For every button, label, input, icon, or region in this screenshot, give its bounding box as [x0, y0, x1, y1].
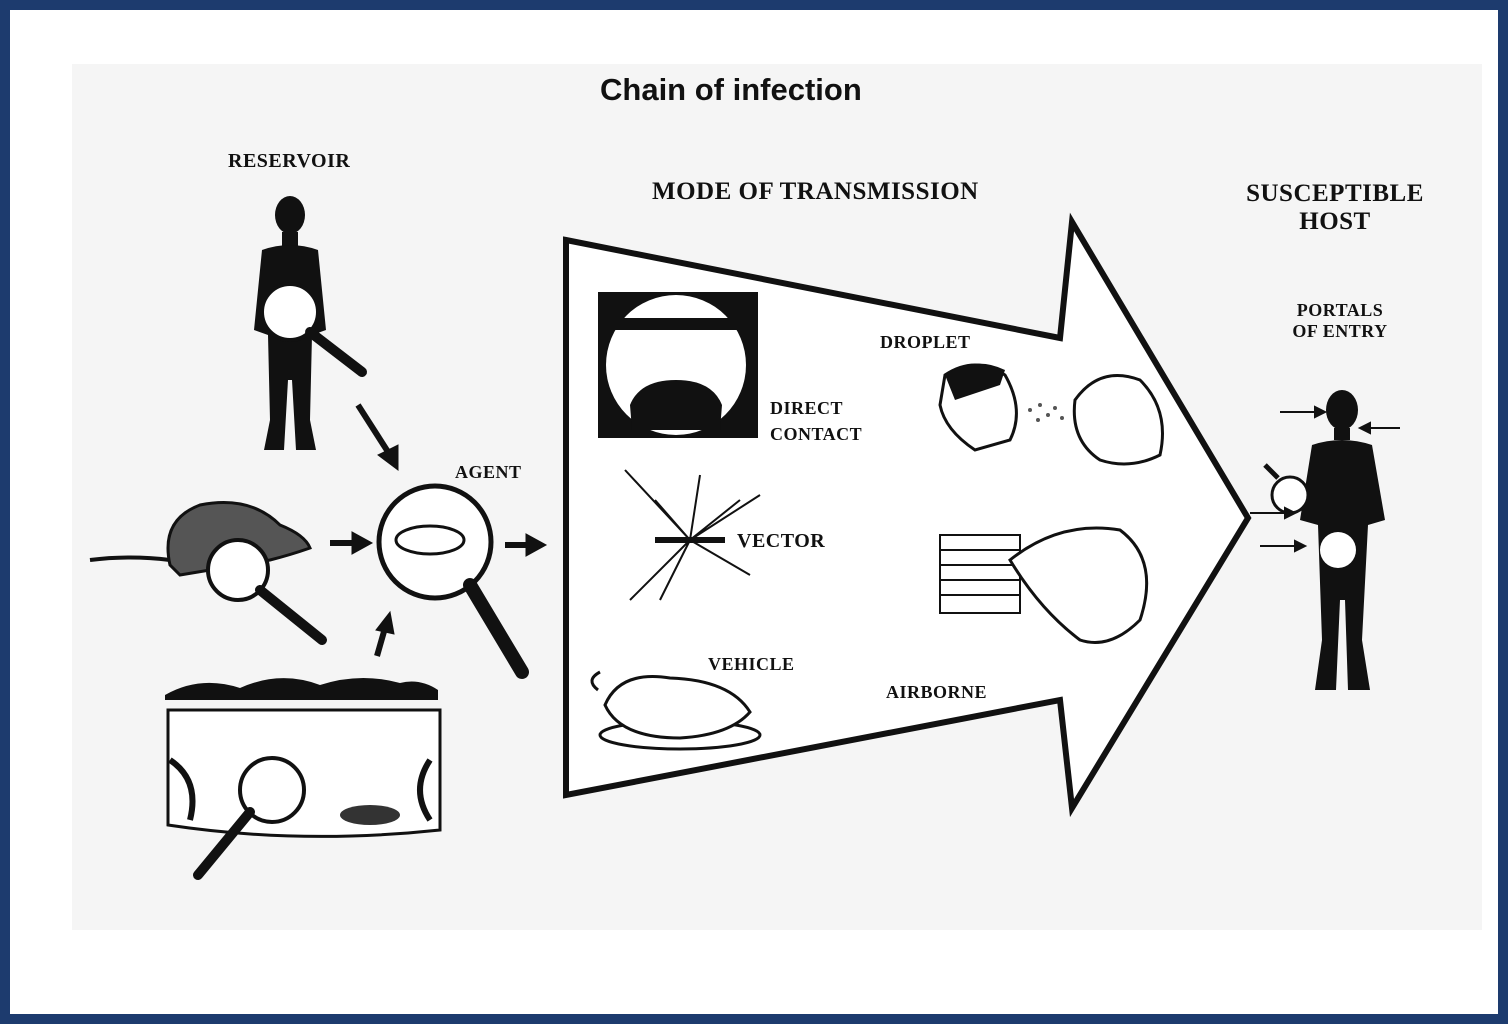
pond-icon	[165, 678, 440, 836]
mode-of-transmission-label: MODE OF TRANSMISSION	[652, 178, 979, 206]
diagram-title: Chain of infection	[600, 72, 862, 108]
agent-label: AGENT	[455, 462, 522, 483]
window-icon	[940, 535, 1020, 613]
of-entry-label: OF ENTRY	[1280, 321, 1400, 342]
portals-label: PORTALS	[1280, 300, 1400, 321]
portals-of-entry-label: PORTALS OF ENTRY	[1280, 300, 1400, 342]
reservoir-label: RESERVOIR	[228, 150, 350, 173]
host-label: HOST	[1245, 208, 1425, 236]
rat-icon	[90, 503, 310, 576]
susceptible-host-label: SUSCEPTIBLE HOST	[1245, 180, 1425, 236]
droplet-label: DROPLET	[880, 332, 971, 353]
susceptible-label: SUSCEPTIBLE	[1245, 180, 1425, 208]
magnifier-icon	[208, 540, 322, 640]
airborne-label: AIRBORNE	[886, 682, 987, 703]
direct-contact-label: DIRECT CONTACT	[770, 395, 862, 447]
vehicle-label: VEHICLE	[708, 654, 795, 675]
vector-label: VECTOR	[737, 530, 825, 553]
contact-label: CONTACT	[770, 421, 862, 447]
direct-label: DIRECT	[770, 395, 862, 421]
magnifier-icon	[379, 486, 522, 672]
face-icon	[1074, 376, 1162, 465]
direct-contact-icon	[598, 292, 758, 438]
